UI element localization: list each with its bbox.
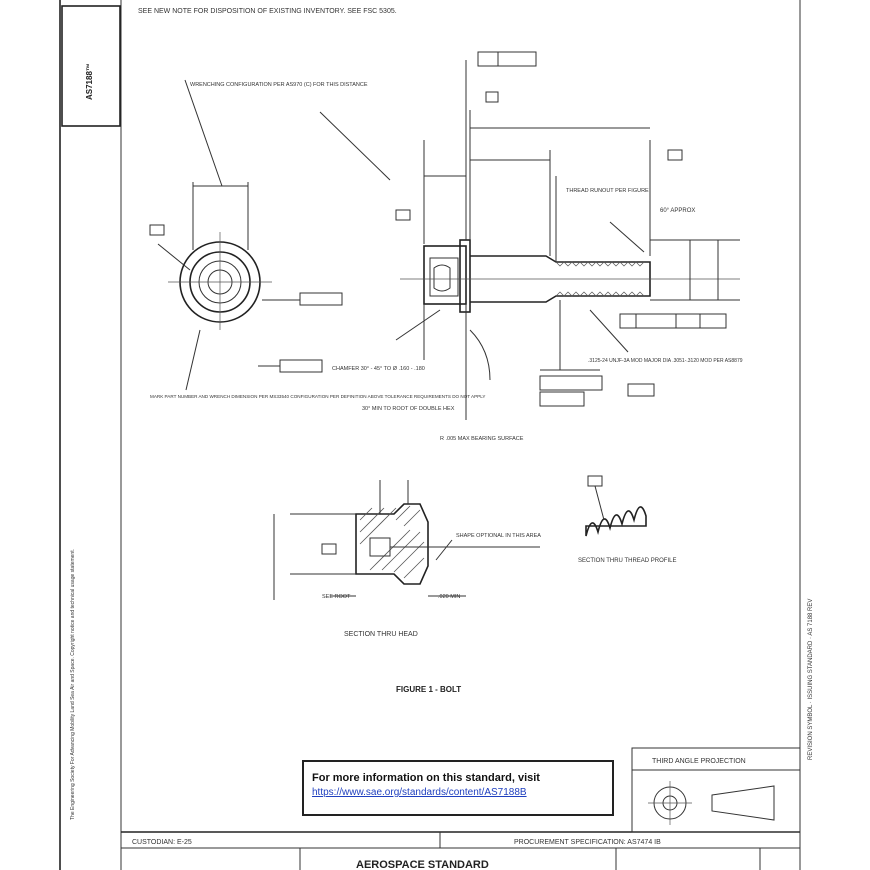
- note-thread-runout: THREAD RUNOUT PER FIGURE: [566, 188, 649, 194]
- procurement-spec: PROCUREMENT SPECIFICATION: AS7474 IB: [514, 839, 661, 846]
- note-shape-optional: SHAPE OPTIONAL IN THIS AREA: [456, 533, 541, 539]
- dim-020-min: .020 MIN: [438, 594, 460, 600]
- bottom-title: AEROSPACE STANDARD: [356, 859, 489, 870]
- doc-number-box: AS7188™: [61, 5, 121, 127]
- info-link[interactable]: https://www.sae.org/standards/content/AS…: [312, 787, 527, 798]
- info-box: For more information on this standard, v…: [302, 760, 614, 816]
- note-thread-spec: .3125-24 UNJF-3A MOD MAJOR DIA .3051-.31…: [588, 358, 743, 364]
- top-note: SEE NEW NOTE FOR DISPOSITION OF EXISTING…: [138, 8, 397, 15]
- note-60-approx: 60° APPROX: [660, 208, 695, 214]
- section-head-view: [273, 480, 540, 600]
- note-chamfer: CHAMFER 30° - 45° TO Ø .160 - .180: [332, 366, 425, 372]
- figure-caption: FIGURE 1 - BOLT: [396, 685, 461, 694]
- info-title: For more information on this standard, v…: [312, 772, 540, 784]
- doc-number: AS7188™: [85, 63, 94, 100]
- bolt-side-view: [319, 51, 740, 420]
- note-double-hex: 30° MIN TO ROOT OF DOUBLE HEX: [362, 406, 455, 412]
- note-mark-part: MARK PART NUMBER AND WRENCH DIMENSION PE…: [150, 394, 486, 399]
- end-view: [149, 79, 343, 391]
- side-note-right: REVISION SYMBOL · ISSUING STANDARD · AS …: [808, 599, 814, 760]
- section-thread-view: [585, 475, 647, 537]
- section-thread-label: SECTION THRU THREAD PROFILE: [578, 558, 676, 564]
- third-angle-label: THIRD ANGLE PROJECTION: [652, 758, 746, 765]
- side-note-left: The Engineering Society For Advancing Mo…: [70, 549, 76, 820]
- note-bearing: R .005 MAX BEARING SURFACE: [440, 436, 524, 442]
- third-angle-projection: THIRD ANGLE PROJECTION: [631, 747, 801, 833]
- section-head-label: SECTION THRU HEAD: [344, 631, 418, 638]
- note-wrenching: WRENCHING CONFIGURATION PER AS970 (C) FO…: [190, 82, 368, 88]
- custodian: CUSTODIAN: E-25: [132, 839, 192, 846]
- dim-see-root: SEE ROOT: [322, 594, 351, 600]
